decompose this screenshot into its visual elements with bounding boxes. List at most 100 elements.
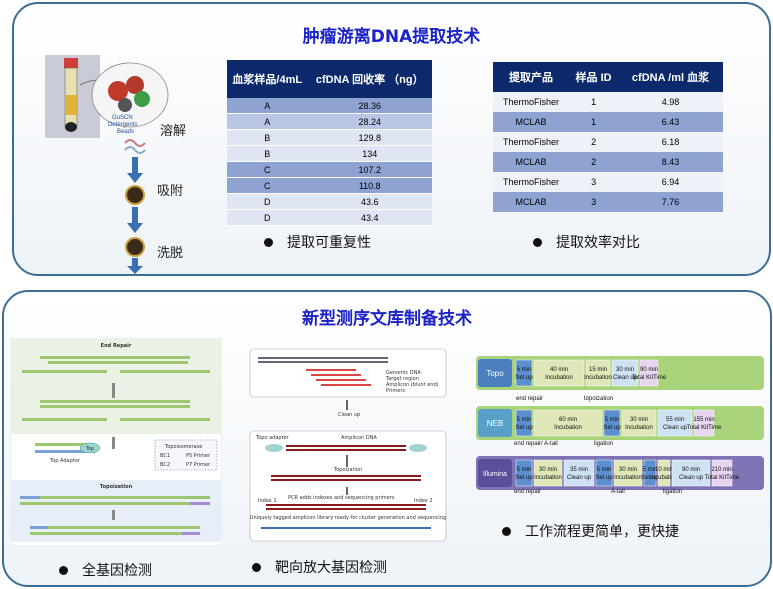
dna-strand	[35, 443, 95, 446]
topoization-area	[11, 480, 221, 542]
workflow-step-text: Clean up	[679, 475, 704, 481]
workflow-step-text: Set up	[595, 475, 613, 481]
workflow-note: end repair/ A-tail	[514, 441, 558, 447]
table-cell: 43.4	[307, 209, 432, 226]
workflow-name: NEB	[487, 419, 503, 428]
workflow-step-text: Set up	[515, 375, 533, 381]
workflow-note: topoization	[584, 396, 613, 402]
amplicon-strand	[266, 508, 426, 510]
bullet-targeted: 靶向放大基因检测	[252, 557, 387, 577]
workflow-step-text: Total KitTime	[705, 475, 740, 481]
table-cell: 110.8	[307, 177, 432, 194]
table-header: 样品 ID	[569, 62, 619, 92]
dna-strand	[40, 405, 190, 408]
adaptor-segment	[20, 496, 40, 499]
amplicon-strand	[286, 449, 406, 451]
dna-strand	[40, 356, 190, 359]
bead-label-beads: Beads	[117, 129, 134, 135]
bullet-text: 全基因检测	[82, 563, 152, 579]
bead-label-guscn: GuSCN	[112, 115, 133, 121]
workflow-step-block	[671, 459, 711, 487]
table-cell: ThermoFisher	[493, 172, 570, 192]
table-cell: A	[227, 113, 308, 130]
adaptor-segment	[30, 526, 48, 529]
bullet-text: 工作流程更简单，更快捷	[525, 524, 679, 540]
legend-target-region: Target region	[385, 376, 419, 382]
workflow-step-text: 5 min	[605, 417, 620, 423]
workflow-step-text: 90 min	[682, 467, 700, 473]
table-cell: MCLAB	[493, 152, 570, 172]
workflow-name-box	[478, 459, 512, 487]
step-label-binding: 吸附	[157, 184, 184, 199]
dna-strand	[20, 502, 210, 505]
legend-box	[154, 439, 218, 471]
bullet-text: 提取可重复性	[287, 235, 371, 251]
dna-strand	[48, 361, 188, 364]
table-cell: C	[227, 161, 308, 178]
topo-adaptor-icon	[79, 442, 101, 454]
workflow-step-block	[613, 459, 643, 487]
workflow-name-box	[478, 409, 512, 437]
workflow-step-block	[585, 359, 611, 387]
workflow-step-text: 90 min	[640, 367, 658, 373]
table-header: 提取产品	[493, 62, 570, 92]
workflow-step-text: 35 min	[570, 467, 588, 473]
topoization-title: Topoization	[100, 484, 133, 490]
table-cell: 6.94	[618, 172, 723, 192]
extraction-process-illustration: GuSCN Detergents Beads	[45, 55, 169, 274]
dna-strand	[120, 370, 210, 373]
workflow-step-block	[611, 359, 639, 387]
table-cell: 6.43	[618, 112, 723, 132]
workflow-step-block	[643, 459, 657, 487]
table-cell: 1	[569, 112, 619, 132]
table-cell: 107.2	[307, 161, 432, 178]
step-arrow-head	[127, 223, 143, 233]
workflow-step-block	[711, 459, 733, 487]
bullet-text: 提取效率对比	[556, 235, 640, 251]
topoization-label: Topoization	[333, 467, 362, 473]
table-cell: A	[227, 98, 308, 114]
workflow-step-block	[693, 409, 715, 437]
flow-line	[346, 455, 348, 467]
table-cell: B	[227, 129, 308, 146]
table-cell: B	[227, 145, 308, 162]
step-arrow-shaft	[132, 258, 138, 268]
workflow-step-text: Total KitTime	[632, 375, 667, 381]
table-cell: 2	[569, 132, 619, 152]
workflow-step-text: Set up	[603, 425, 621, 431]
workflow-step-block	[657, 409, 693, 437]
separator-bar	[112, 437, 115, 449]
dna-strand	[30, 532, 200, 535]
workflow-note: ligation	[663, 489, 682, 495]
amplicon-strand	[271, 479, 421, 481]
table-cell: 28.36	[307, 98, 432, 114]
bead-step-icon	[125, 237, 145, 257]
pcr-label: PCR adds indexes and sequencing primers	[288, 495, 395, 501]
table-cell: D	[227, 209, 308, 226]
bullet-reproducibility: 提取可重复性	[264, 232, 371, 252]
table-cell: ThermoFisher	[493, 132, 570, 152]
table-cell: 2	[569, 152, 619, 172]
amplicon-strand	[286, 445, 406, 447]
legend-bc2: BC2	[160, 462, 170, 468]
bullet-dot	[502, 526, 511, 536]
amplicon-dna-label: Amplicon DNA	[341, 435, 377, 441]
workflow-note: end repair	[516, 396, 543, 402]
genomic-dna-line	[258, 357, 388, 359]
tube-sample-band	[65, 95, 77, 115]
table-header: cfDNA 回收率 （ng）	[307, 60, 432, 98]
workflow-step-block	[639, 359, 659, 387]
legend-amplicon: Amplicon (blunt end)	[386, 382, 439, 388]
section-title: 新型测序文库制备技术	[302, 309, 472, 329]
workflow-step-text: Incubation	[545, 375, 573, 381]
